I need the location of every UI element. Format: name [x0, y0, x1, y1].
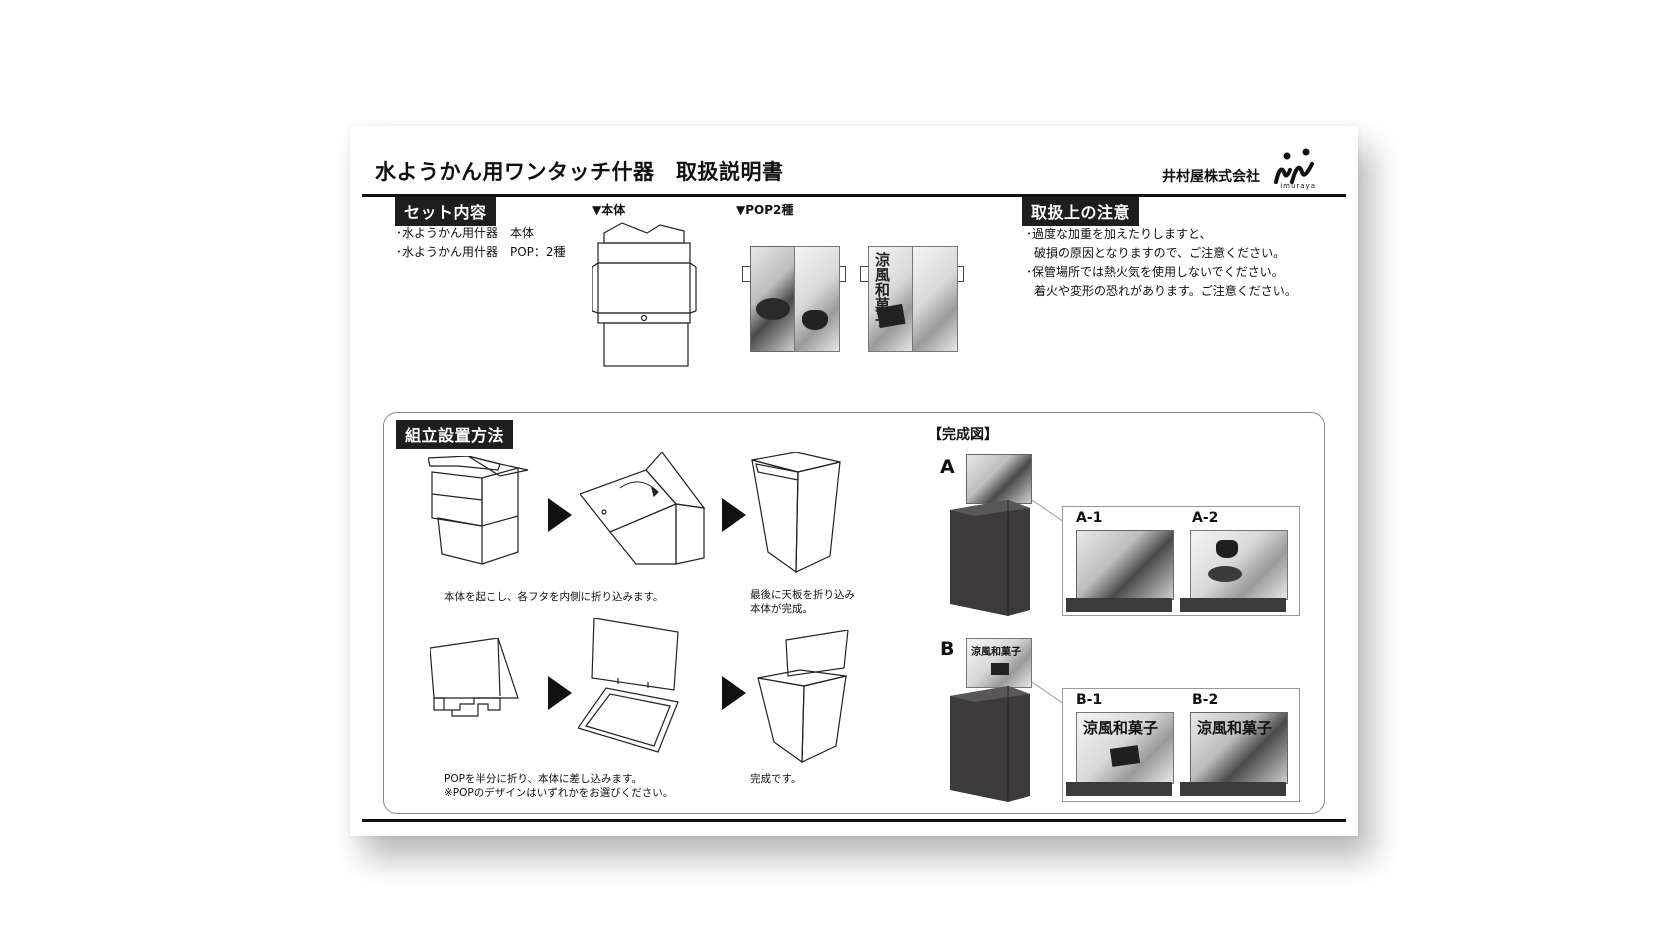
caution-line-2: 破損の原因となりますので、ご注意ください。: [1034, 246, 1286, 260]
instruction-sheet: 水ようかん用ワンタッチ什器 取扱説明書 井村屋株式会社 imuraya セット内…: [350, 126, 1358, 836]
body-flat-diagram: [592, 222, 697, 367]
page-title: 水ようかん用ワンタッチ什器 取扱説明書: [375, 160, 784, 184]
step-arrow-4: [722, 676, 746, 710]
set-item-1: ･水ようかん用什器 本体: [396, 226, 535, 240]
step3-caption-line2: ※POPのデザインはいずれかをお選びください。: [444, 787, 674, 799]
variant-b2-title: 涼風和菓子: [1197, 719, 1273, 737]
step-arrow-2: [722, 498, 746, 532]
caution-line-4: 着火や変形の恐れがあります。ご注意ください。: [1034, 284, 1297, 298]
variant-a1-image: [1076, 530, 1174, 600]
variant-a-display-stand: [950, 500, 1030, 616]
step2-completed-body-diagram: [751, 452, 841, 574]
variant-a2-label: A-2: [1192, 510, 1219, 526]
set-item-2: ･水ようかん用什器 POP：2種: [396, 245, 566, 259]
caution-heading: 取扱上の注意: [1022, 197, 1140, 226]
pop-design-1: [742, 246, 846, 352]
step2-caption-line1: 最後に天板を折り込み: [750, 589, 855, 601]
pop-label: ▼POP2種: [736, 203, 794, 217]
pop-design-2: 涼風和菓子: [860, 246, 964, 352]
variant-b1-label: B-1: [1076, 692, 1103, 708]
variant-a-pop-image: [966, 454, 1032, 504]
assembly-heading: 組立設置方法: [396, 420, 514, 449]
variant-b-display-stand: [950, 686, 1030, 802]
caution-line-1: ･過度な加重を加えたりしますと、: [1026, 227, 1212, 241]
variant-b-pop-title: 涼風和菓子: [971, 647, 1021, 658]
step1-open-box-diagram: [428, 456, 529, 565]
step-arrow-3: [548, 676, 572, 710]
step2-caption-line2: 本体が完成。: [750, 603, 813, 615]
caution-line-3: ･保管場所では熱火気を使用しないでください。: [1026, 265, 1284, 279]
body-label: ▼本体: [592, 203, 626, 217]
variant-b-label: B: [940, 638, 955, 660]
logo-text: imuraya: [1280, 182, 1316, 190]
set-contents-heading: セット内容: [395, 197, 496, 226]
variant-a-label: A: [940, 456, 955, 478]
step1-caption: 本体を起こし、各フタを内側に折り込みます。: [444, 591, 664, 603]
completed-heading: 【完成図】: [928, 427, 998, 443]
step4-completed-diagram: [757, 630, 849, 764]
footer-rule: [362, 819, 1346, 822]
variant-a-callout-pointer: [1031, 499, 1065, 523]
imuraya-logo-icon: [1274, 148, 1314, 184]
variant-b2-image: 涼風和菓子: [1190, 712, 1288, 784]
step3-caption-line1: POPを半分に折り、本体に差し込みます。: [444, 773, 642, 785]
header-rule: [362, 194, 1346, 197]
variant-a2-image: [1190, 530, 1288, 600]
step3-insert-pop-diagram: [578, 618, 679, 753]
step1-fold-flaps-diagram: [580, 452, 706, 565]
step-arrow-1: [548, 498, 572, 532]
variant-a1-label: A-1: [1076, 510, 1103, 526]
assembly-section: [383, 412, 1325, 814]
company-name: 井村屋株式会社: [1162, 169, 1260, 185]
variant-b-callout-pointer: [1031, 681, 1065, 705]
variant-b1-image: 涼風和菓子: [1076, 712, 1174, 784]
step3-folded-pop-diagram: [430, 638, 519, 717]
variant-b-pop-image: 涼風和菓子: [966, 638, 1032, 688]
step4-caption: 完成です。: [750, 773, 802, 785]
variant-b2-label: B-2: [1192, 692, 1219, 708]
variant-b1-title: 涼風和菓子: [1083, 719, 1159, 737]
